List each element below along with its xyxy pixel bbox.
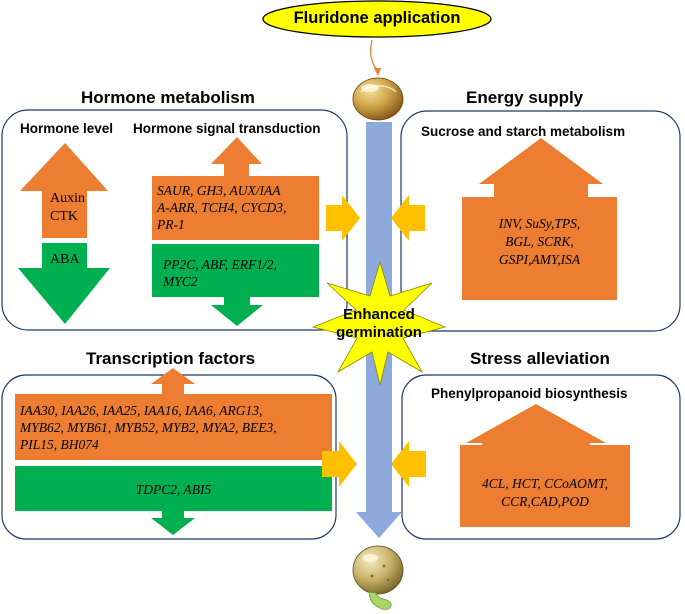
tf-down-arrow — [151, 511, 195, 535]
tf-up-arrow — [151, 368, 195, 394]
energy-up-genes-line-2: BGL, SCRK, — [505, 234, 574, 249]
application-arrowhead — [374, 68, 381, 76]
title-label: Fluridone application — [293, 9, 461, 27]
auxin-ctk-up-arrow — [20, 143, 108, 238]
energy-up-genes-line-3: GSPI,AMY,ISA — [498, 252, 581, 267]
signal-up-genes-line-2: A-ARR, TCH4, CYCD3, — [157, 200, 287, 215]
subheading-phenylpropanoid: Phenylpropanoid biosynthesis — [431, 386, 628, 401]
yellow-arrow-hormone — [326, 195, 360, 241]
signal-up-genes-line-3: PR-1 — [157, 217, 185, 232]
up-hormones-label: Auxin CTK — [50, 190, 85, 226]
subheading-signal-transduction: Hormone signal transduction — [133, 121, 321, 136]
tf-down-genes: TDPC2, ABI5 — [135, 482, 212, 497]
tf-up-genes-line-1: IAA30, IAA26, IAA25, IAA16, IAA6, ARG13, — [20, 403, 263, 418]
heading-stress-alleviation: Stress alleviation — [470, 349, 610, 368]
signal-down-genes: PP2C, ABF, ERF1/2, MYC2 — [163, 256, 277, 290]
central-stem-arrowhead — [356, 512, 402, 538]
energy-up-genes: INV, SuSy,TPS, BGL, SCRK, GSPI,AMY,ISA — [462, 215, 617, 269]
signal-up-box — [152, 176, 319, 240]
stress-up-arrow — [460, 404, 630, 527]
aba-down-arrow — [18, 243, 110, 324]
heading-energy-supply: Energy supply — [466, 88, 584, 107]
subheading-sucrose-starch: Sucrose and starch metabolism — [421, 124, 626, 139]
yellow-arrow-stress — [391, 441, 426, 487]
heading-hormone-metabolism: Hormone metabolism — [81, 88, 255, 107]
signal-up-genes-line-1: SAUR, GH3, AUX/IAA — [157, 183, 281, 198]
enhanced-germination-burst — [311, 260, 447, 386]
title-ellipse — [262, 0, 492, 38]
signal-up-genes: SAUR, GH3, AUX/IAA A-ARR, TCH4, CYCD3, P… — [157, 182, 286, 233]
up-hormone-ctk: CTK — [50, 209, 78, 224]
center-label: Enhanced germination — [318, 306, 440, 342]
stress-up-genes-line-2: CCR,CAD,POD — [501, 494, 589, 509]
center-label-line-2: germination — [336, 324, 422, 341]
tf-up-genes-line-2: MYB62, MYB61, MYB52, MYB2, MYA2, BEE3, — [20, 420, 277, 435]
application-arrow — [370, 39, 379, 73]
tf-up-genes: IAA30, IAA26, IAA25, IAA16, IAA6, ARG13,… — [20, 402, 277, 453]
subheading-hormone-level: Hormone level — [20, 121, 114, 136]
center-label-line-1: Enhanced — [343, 306, 415, 323]
tf-up-genes-line-3: PIL15, BH074 — [20, 437, 99, 452]
tf-down-box — [15, 466, 332, 511]
signal-down-genes-line-1: PP2C, ABF, ERF1/2, — [163, 257, 277, 272]
stress-up-genes: 4CL, HCT, CCoAOMT, CCR,CAD,POD — [460, 475, 630, 511]
seed-top — [352, 77, 404, 121]
down-hormone-aba: ABA — [50, 252, 80, 267]
signal-up-arrow — [211, 137, 262, 176]
heading-transcription-factors: Transcription factors — [86, 349, 256, 368]
energy-up-genes-line-1: INV, SuSy,TPS, — [498, 216, 581, 231]
seed-bottom — [352, 545, 404, 610]
signal-down-arrow — [211, 297, 263, 326]
signal-down-box — [152, 244, 319, 297]
up-hormone-auxin: Auxin — [50, 191, 85, 206]
yellow-arrow-energy — [391, 195, 425, 241]
energy-up-arrow — [462, 138, 617, 300]
tf-up-box — [15, 394, 332, 460]
stress-up-genes-line-1: 4CL, HCT, CCoAOMT, — [482, 476, 608, 491]
yellow-arrow-tf — [322, 441, 357, 487]
signal-down-genes-line-2: MYC2 — [163, 274, 198, 289]
